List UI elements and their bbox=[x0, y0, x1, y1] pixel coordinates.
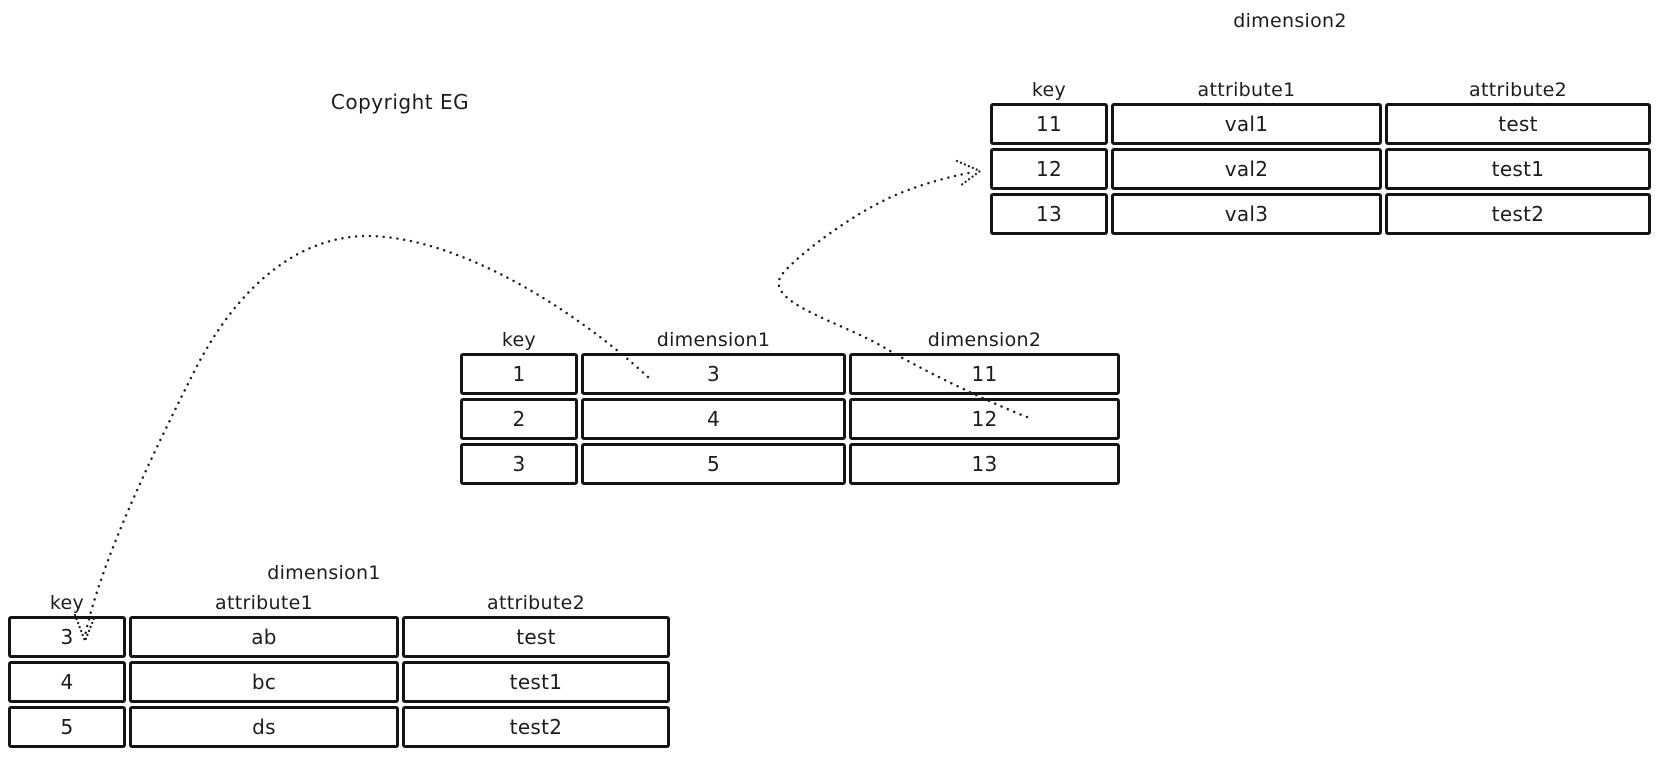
table-title-dimension2: dimension2 bbox=[1233, 10, 1347, 32]
table-cell: 13 bbox=[990, 193, 1108, 235]
column-header: key bbox=[1031, 79, 1067, 101]
table-cell: ab bbox=[129, 616, 399, 658]
table-header-row: key dimension1 dimension2 bbox=[460, 329, 1120, 351]
table-cell: test1 bbox=[402, 661, 670, 703]
table-dimension2: key attribute1 attribute2 11 val1 test 1… bbox=[990, 79, 1651, 235]
table-cell: 1 bbox=[460, 353, 578, 395]
table-cell: 3 bbox=[581, 353, 846, 395]
column-header: attribute2 bbox=[487, 592, 585, 614]
table-cell: test2 bbox=[402, 706, 670, 748]
table-dimension1: key attribute1 attribute2 3 ab test 4 bc… bbox=[8, 592, 670, 748]
table-cell: 3 bbox=[460, 443, 578, 485]
column-header: attribute1 bbox=[215, 592, 313, 614]
table-cell: 3 bbox=[8, 616, 126, 658]
table-cell: 12 bbox=[990, 148, 1108, 190]
table-header-row: key attribute1 attribute2 bbox=[990, 79, 1651, 101]
table-cell: test2 bbox=[1385, 193, 1651, 235]
table-cell: 12 bbox=[849, 398, 1120, 440]
table-cell: bc bbox=[129, 661, 399, 703]
table-cell: 5 bbox=[581, 443, 846, 485]
copyright-note: Copyright EG bbox=[330, 90, 470, 114]
table-cell: test bbox=[1385, 103, 1651, 145]
table-cell: 2 bbox=[460, 398, 578, 440]
table-cell: ds bbox=[129, 706, 399, 748]
column-header: attribute2 bbox=[1469, 79, 1567, 101]
table-body: 1 3 11 2 4 12 3 5 13 bbox=[460, 353, 1120, 485]
column-header: dimension1 bbox=[656, 329, 771, 351]
column-header: dimension2 bbox=[927, 329, 1042, 351]
table-cell: val2 bbox=[1111, 148, 1382, 190]
table-cell: 11 bbox=[849, 353, 1120, 395]
table-cell: 11 bbox=[990, 103, 1108, 145]
table-cell: 4 bbox=[8, 661, 126, 703]
table-cell: val1 bbox=[1111, 103, 1382, 145]
table-cell: val3 bbox=[1111, 193, 1382, 235]
table-fact: key dimension1 dimension2 1 3 11 2 4 12 … bbox=[460, 329, 1120, 485]
table-body: 11 val1 test 12 val2 test1 13 val3 test2 bbox=[990, 103, 1651, 235]
column-header: key bbox=[501, 329, 537, 351]
table-cell: 13 bbox=[849, 443, 1120, 485]
column-header: key bbox=[49, 592, 85, 614]
column-header: attribute1 bbox=[1197, 79, 1296, 101]
table-cell: test bbox=[402, 616, 670, 658]
table-title-dimension1: dimension1 bbox=[267, 562, 381, 584]
table-cell: test1 bbox=[1385, 148, 1651, 190]
table-cell: 4 bbox=[581, 398, 846, 440]
table-cell: 5 bbox=[8, 706, 126, 748]
table-body: 3 ab test 4 bc test1 5 ds test2 bbox=[8, 616, 670, 748]
table-header-row: key attribute1 attribute2 bbox=[8, 592, 670, 614]
